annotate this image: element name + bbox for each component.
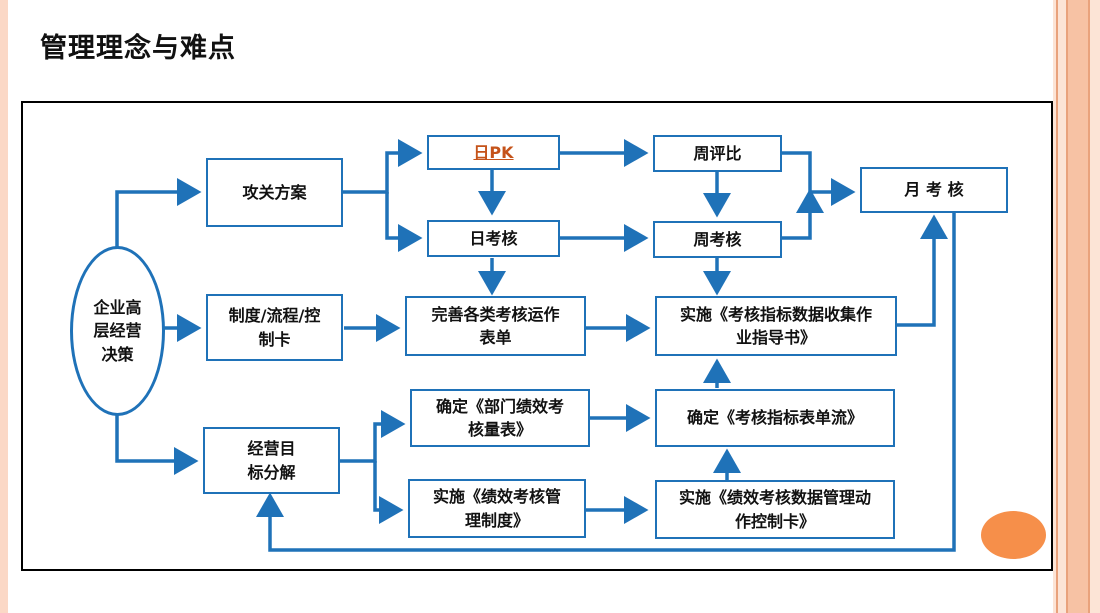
wanshan-label: 完善各类考核运作 表单 [431, 304, 560, 347]
arrow-jingying-to-shishi [373, 461, 404, 524]
arrow-yuekaohe-feedback-to-jingying [256, 213, 956, 552]
yuekaohe-box: 月 考 核 [860, 167, 1008, 213]
zhoupingbi-label: 周评比 [693, 143, 742, 163]
arrow-jingying-to-bumen [340, 410, 406, 463]
yuekaohe-label: 月 考 核 [904, 180, 964, 200]
ripk-link[interactable]: 日PK [473, 142, 514, 162]
zhoukaohe-label: 周考核 [693, 229, 742, 249]
jingying-box: 经营目 标分解 [203, 427, 340, 494]
gongguan-label: 攻关方案 [242, 182, 307, 202]
shishi-zhidao-label: 实施《考核指标数据收集作 业指导书》 [679, 304, 872, 347]
shishi-kongzhi-label: 实施《绩效考核数据管理动 作控制卡》 [678, 488, 871, 531]
wanshan-box: 完善各类考核运作 表单 [405, 296, 586, 356]
orange-circle-decor [981, 511, 1046, 559]
shishi-jixiao-box: 实施《绩效考核管 理制度》 [408, 479, 586, 538]
arrow-zhoukaohe-to-yuekaohe [782, 188, 824, 240]
slide-title: 管理理念与难点 [40, 33, 236, 64]
left-decor-strip [0, 0, 8, 613]
right-decor-line [1066, 0, 1068, 613]
rikaohe-box: 日考核 [427, 220, 560, 257]
decision-label: 企业高 层经营 决策 [93, 298, 142, 364]
zhidu-label: 制度/流程/控 制卡 [228, 306, 321, 349]
shishi-kongzhi-box: 实施《绩效考核数据管理动 作控制卡》 [655, 480, 895, 539]
zhoupingbi-box: 周评比 [653, 135, 782, 172]
shishi-jixiao-label: 实施《绩效考核管 理制度》 [432, 487, 561, 530]
gongguan-box: 攻关方案 [206, 158, 343, 227]
queding-biaodan-box: 确定《考核指标表单流》 [655, 389, 895, 447]
arrow-oval-to-jingying [115, 413, 199, 475]
jingying-label: 经营目 标分解 [247, 439, 296, 482]
queding-bumen-box: 确定《部门绩效考 核量表》 [410, 389, 590, 447]
decision-oval: 企业高 层经营 决策 [70, 246, 165, 416]
arrow-zhidao-to-yuekaohe [897, 214, 948, 327]
zhidu-box: 制度/流程/控 制卡 [206, 294, 343, 361]
queding-bumen-label: 确定《部门绩效考 核量表》 [435, 396, 564, 439]
arrow-gongguan-to-rikaohe [385, 192, 423, 252]
rikaohe-label: 日考核 [469, 228, 518, 248]
ripk-box[interactable]: 日PK [427, 135, 560, 170]
arrow-gongguan-to-ripk [342, 139, 423, 194]
queding-biaodan-label: 确定《考核指标表单流》 [686, 408, 863, 428]
arrow-zhoupingbi-to-yuekaohe [782, 151, 856, 206]
right-decor-line [1056, 0, 1058, 613]
zhoukaohe-box: 周考核 [653, 221, 782, 258]
shishi-zhidao-box: 实施《考核指标数据收集作 业指导书》 [655, 296, 897, 356]
arrow-oval-to-gongguan [115, 178, 202, 248]
right-decor-band [1068, 0, 1088, 613]
right-decor-line [1088, 0, 1090, 613]
